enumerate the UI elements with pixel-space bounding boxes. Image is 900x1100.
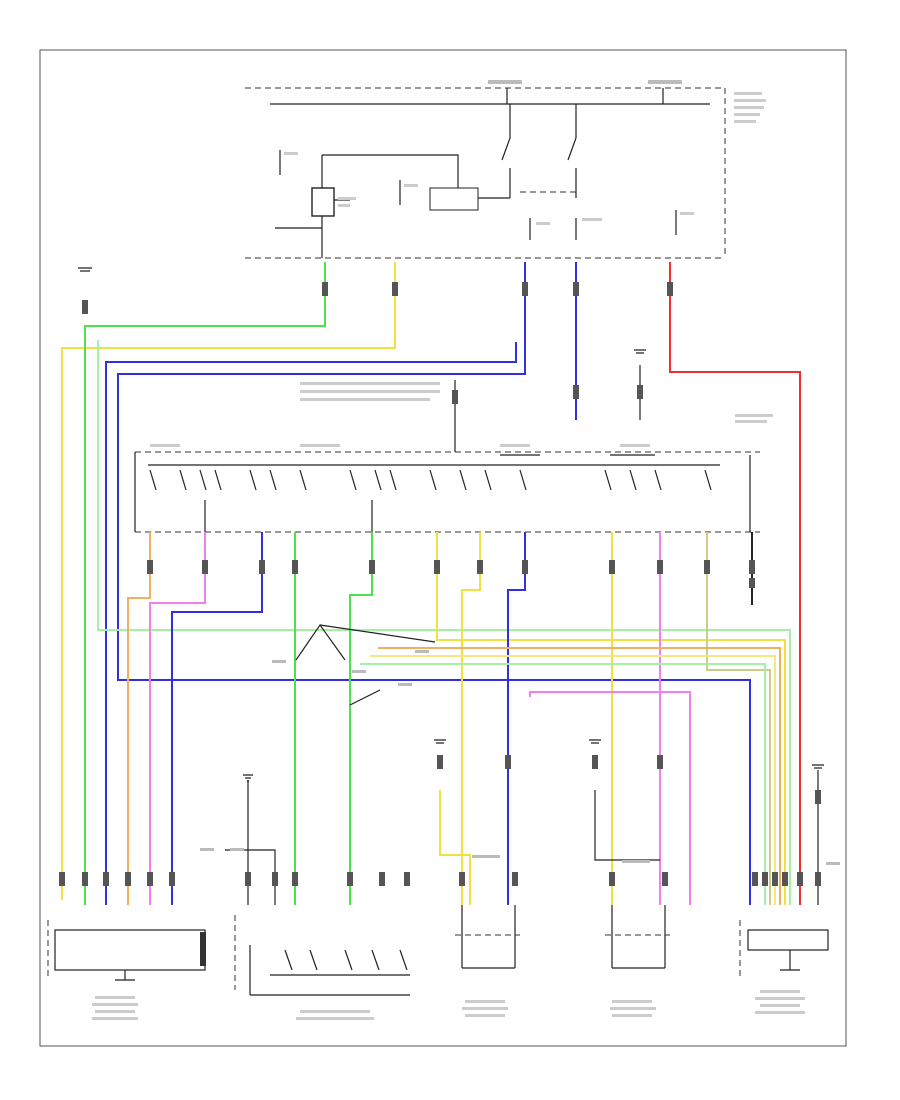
module-switches: [149, 454, 751, 532]
module-section-labels: [150, 414, 773, 447]
wire-blue-top: [117, 262, 751, 905]
driver-switch-box: [54, 929, 206, 971]
relay-module: [429, 187, 479, 211]
wire-yellow-right-door: [461, 532, 481, 905]
wire-green-harness: [360, 663, 766, 905]
wire-blue-right-door: [507, 532, 526, 905]
wire-yellow-top: [61, 262, 396, 900]
passenger-switch-box: [747, 929, 829, 951]
connector-pins: [82, 282, 821, 804]
wire-ground-3: [594, 790, 660, 861]
bottom-connector-pins: [59, 872, 821, 886]
wire-green-long: [97, 340, 791, 905]
wire-gray-right: [706, 532, 771, 905]
passenger-door-switch-assembly: [739, 920, 829, 1014]
right-rear-door-lock-actuator: [605, 905, 670, 1017]
wire-pink-left: [149, 532, 206, 905]
driver-door-switch-assembly: [47, 920, 206, 1020]
diagram-border: [39, 49, 847, 1047]
wire-pink-harness: [529, 691, 691, 905]
splice-label-marks: [200, 650, 840, 865]
wire-splice-lines-3: [349, 689, 381, 706]
relay-coil: [311, 187, 335, 217]
right-rear-actuator-caption: [610, 1000, 656, 1017]
driver-switch-caption: [92, 996, 138, 1020]
wire-red: [669, 262, 801, 905]
front-passenger-door-switch-assembly: [234, 915, 410, 1020]
left-rear-door-lock-actuator: [455, 905, 520, 1017]
wire-harness: [61, 262, 819, 905]
wire-yellow-door-left: [439, 790, 471, 905]
wire-orange-harness: [378, 647, 781, 905]
left-rear-actuator-caption: [462, 1000, 508, 1017]
wire-orange-left: [127, 532, 151, 905]
fuse-relay-box: [245, 80, 766, 259]
passenger-switch-caption: [755, 990, 805, 1014]
wire-blue-left-connector: [105, 342, 517, 905]
module-ground-label: [300, 382, 440, 401]
wire-green: [84, 262, 326, 330]
fuse-box-label-marks: [488, 80, 766, 123]
front-passenger-switch-caption: [296, 1010, 374, 1020]
wire-green-mid-2: [349, 532, 373, 905]
wire-light-yellow-harness: [370, 655, 776, 905]
ground-symbols: [78, 267, 824, 782]
door-lock-switch-module: [134, 380, 773, 533]
wire-splice-lines-2: [319, 624, 436, 643]
